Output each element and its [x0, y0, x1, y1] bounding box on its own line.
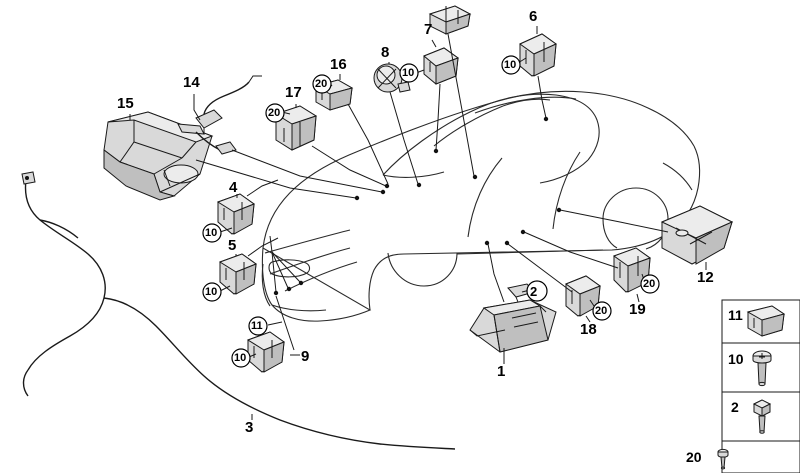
callout-16: 16: [330, 56, 347, 73]
callout-14: 14: [183, 74, 200, 91]
callout-2-circled: 2: [530, 284, 538, 299]
part-17-bracket: [274, 105, 318, 151]
callout-17: 17: [285, 84, 302, 101]
callout-20-a: 20: [315, 78, 328, 90]
legend-label-2: 2: [731, 399, 739, 415]
callout-7: 7: [424, 21, 433, 38]
callout-6: 6: [529, 8, 538, 25]
part-5-bracket: [218, 253, 258, 295]
bracket-clip-icon: [746, 305, 786, 337]
callout-8: 8: [381, 44, 390, 61]
callout-18: 18: [580, 321, 597, 338]
callout-3: 3: [245, 419, 254, 436]
callout-10-b: 10: [504, 59, 517, 71]
callout-4: 4: [229, 179, 238, 196]
legend-label-11: 11: [728, 307, 743, 323]
legend-label-20: 20: [686, 449, 702, 465]
callout-1: 1: [497, 363, 506, 380]
torx-screw-icon: [752, 350, 772, 387]
part-12-bracket: [660, 205, 734, 265]
callout-5: 5: [228, 237, 237, 254]
legend-box: [717, 299, 800, 473]
callout-20-b: 20: [268, 107, 281, 119]
callout-9: 9: [301, 348, 310, 365]
callout-19: 19: [629, 301, 646, 318]
part-15-bracket: [103, 111, 214, 201]
leader-lines: [129, 26, 707, 420]
callout-11-circled: 11: [251, 320, 263, 332]
callout-10-e: 10: [234, 352, 247, 364]
hose-line-part3: [21, 171, 456, 450]
part-4-bracket: [216, 193, 256, 235]
part-8-round-sensor: [373, 63, 411, 93]
part-18-bracket: [564, 275, 602, 317]
callout-10-a: 10: [402, 67, 415, 79]
part-1-control-module: [469, 283, 557, 353]
small-pin-icon: [717, 448, 729, 470]
callout-circles: [202, 55, 660, 368]
part-14-rod: [177, 75, 262, 155]
callout-20-c: 20: [595, 305, 608, 317]
part-9-bracket: [246, 331, 286, 373]
part-7-bracket: [423, 5, 472, 85]
callout-15: 15: [117, 95, 134, 112]
part-6-bracket: [519, 33, 557, 77]
legend-label-10: 10: [728, 351, 744, 367]
callout-10-d: 10: [205, 286, 218, 298]
callout-12: 12: [697, 269, 714, 286]
hex-bolt-icon: [752, 399, 772, 434]
callout-20-d: 20: [643, 278, 656, 290]
callout-10-c: 10: [205, 227, 218, 239]
